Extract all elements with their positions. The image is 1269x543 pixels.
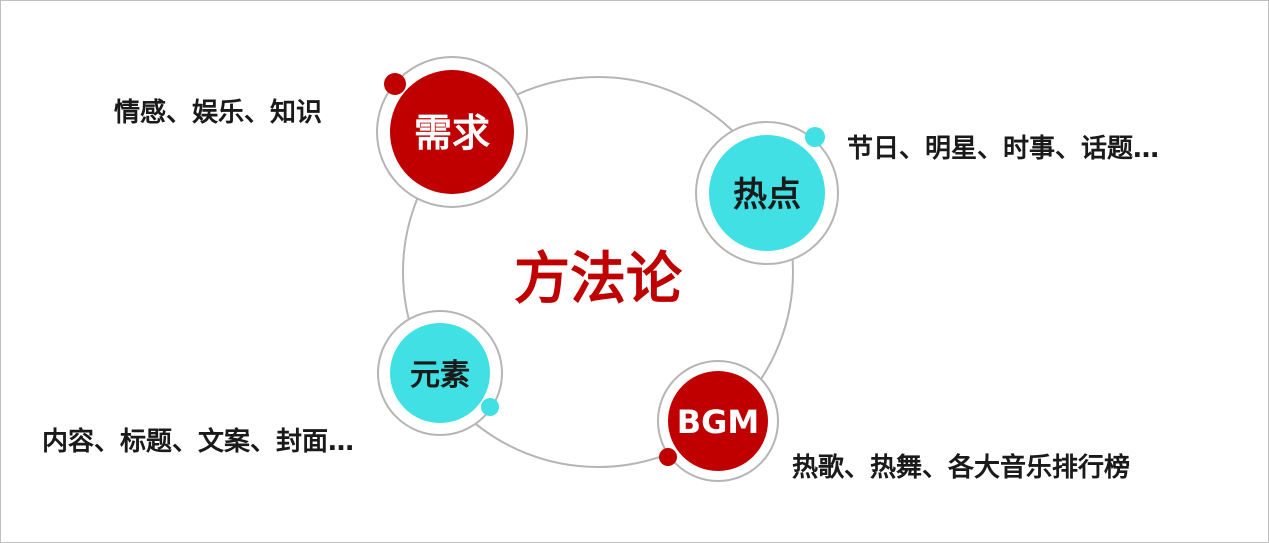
node-hotspot: 热点 — [695, 121, 839, 265]
center-title: 方法论 — [514, 247, 683, 312]
node-demand-disc — [390, 70, 514, 194]
node-bgm-disc — [668, 371, 768, 471]
node-bgm-dot — [659, 448, 677, 466]
node-demand-desc: 情感、娱乐、知识 — [114, 98, 322, 128]
orbit-circle — [402, 76, 794, 468]
node-hotspot-label: 热点 — [733, 175, 801, 215]
node-elements: 元素 — [377, 310, 503, 436]
node-demand-label: 需求 — [414, 111, 490, 155]
node-demand-dot — [384, 73, 406, 95]
node-elements-disc — [390, 323, 490, 423]
node-bgm-label: BGM — [677, 403, 760, 441]
node-elements-desc: 内容、标题、文案、封面… — [42, 426, 354, 457]
node-elements-label: 元素 — [410, 358, 470, 393]
node-hotspot-desc: 节日、明星、时事、话题… — [847, 134, 1159, 164]
node-demand: 需求 — [376, 56, 528, 208]
node-hotspot-dot — [805, 127, 825, 147]
node-elements-dot — [481, 398, 499, 416]
node-bgm-desc: 热歌、热舞、各大音乐排行榜 — [792, 452, 1130, 483]
node-bgm: BGM — [657, 360, 779, 482]
node-hotspot-disc — [709, 135, 825, 251]
